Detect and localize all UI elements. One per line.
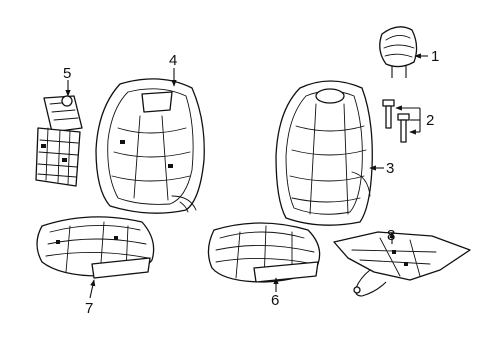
headrest-guide-part bbox=[382, 99, 410, 143]
callout-4: 4 bbox=[169, 52, 177, 69]
seat-back-assembly-part bbox=[275, 80, 373, 226]
seat-cushion-part bbox=[36, 216, 155, 279]
seat-cushion-right-part bbox=[207, 222, 321, 283]
callout-7: 7 bbox=[85, 300, 93, 317]
seat-pan-part bbox=[333, 231, 471, 297]
lumbar-support-part bbox=[35, 95, 83, 187]
seat-back-cushion-part bbox=[95, 78, 205, 214]
callout-5: 5 bbox=[63, 65, 71, 82]
callout-3: 3 bbox=[386, 160, 394, 177]
callout-8: 8 bbox=[387, 227, 395, 244]
headrest-part bbox=[379, 26, 418, 78]
callout-6: 6 bbox=[271, 292, 279, 309]
callout-1: 1 bbox=[431, 48, 439, 65]
callout-2: 2 bbox=[426, 112, 434, 129]
callout-leaders bbox=[65, 53, 428, 299]
